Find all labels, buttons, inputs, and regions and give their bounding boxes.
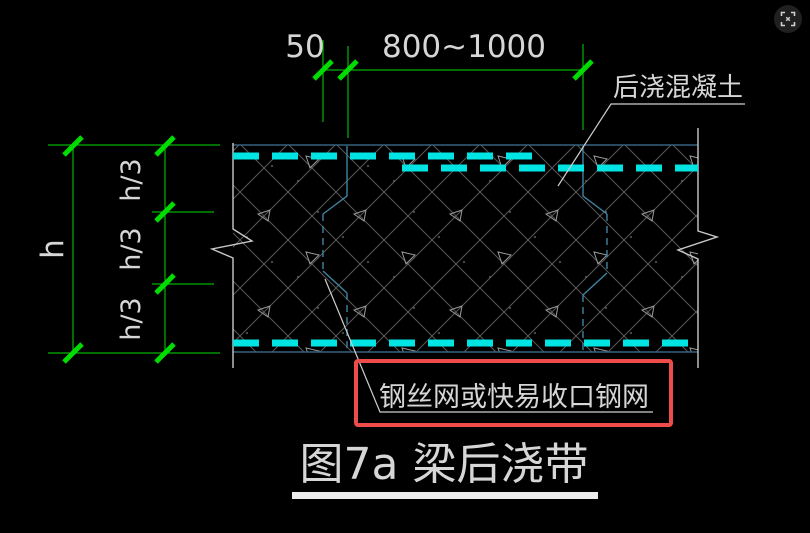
dim-gap-label: 50 xyxy=(285,29,324,65)
dim-h3-label-3: h/3 xyxy=(116,297,147,340)
left-joint-upper xyxy=(322,146,348,215)
right-break-edge xyxy=(676,128,720,368)
drawing-texts: 50 800~1000 后浇混凝土 h h/3 h/3 h/3 钢丝网或快易收口… xyxy=(35,29,743,490)
title-underline xyxy=(292,492,598,499)
leader-mesh-note xyxy=(324,278,653,413)
dimension-tick-marks xyxy=(62,59,594,364)
steel-mesh-lines xyxy=(233,152,698,347)
highlight-box xyxy=(354,359,673,427)
post-cast-strip-joints xyxy=(322,146,608,351)
leader-lines xyxy=(324,103,745,413)
dim-h-label: h xyxy=(35,239,71,259)
right-joint-upper xyxy=(582,146,608,215)
dim-strip-width-label: 800~1000 xyxy=(382,29,546,65)
beam-outline xyxy=(233,144,698,353)
zoom-extents-button[interactable] xyxy=(774,5,802,33)
dim-h3-label-2: h/3 xyxy=(116,227,147,270)
right-joint-step xyxy=(582,272,608,296)
left-joint-step xyxy=(322,270,348,294)
left-break-edge xyxy=(209,143,254,368)
dim-h3-label-1: h/3 xyxy=(116,158,147,201)
dimension-lines xyxy=(48,40,594,364)
zoom-extents-icon xyxy=(780,11,796,27)
leader-post-cast-concrete xyxy=(557,103,745,187)
concrete-hatch-region xyxy=(233,145,698,352)
figure-title: 图7a 梁后浇带 xyxy=(300,439,589,490)
post-cast-concrete-label: 后浇混凝土 xyxy=(613,73,743,103)
mesh-note-label: 钢丝网或快易收口钢网 xyxy=(379,382,649,413)
beam-break-edges xyxy=(209,128,720,368)
